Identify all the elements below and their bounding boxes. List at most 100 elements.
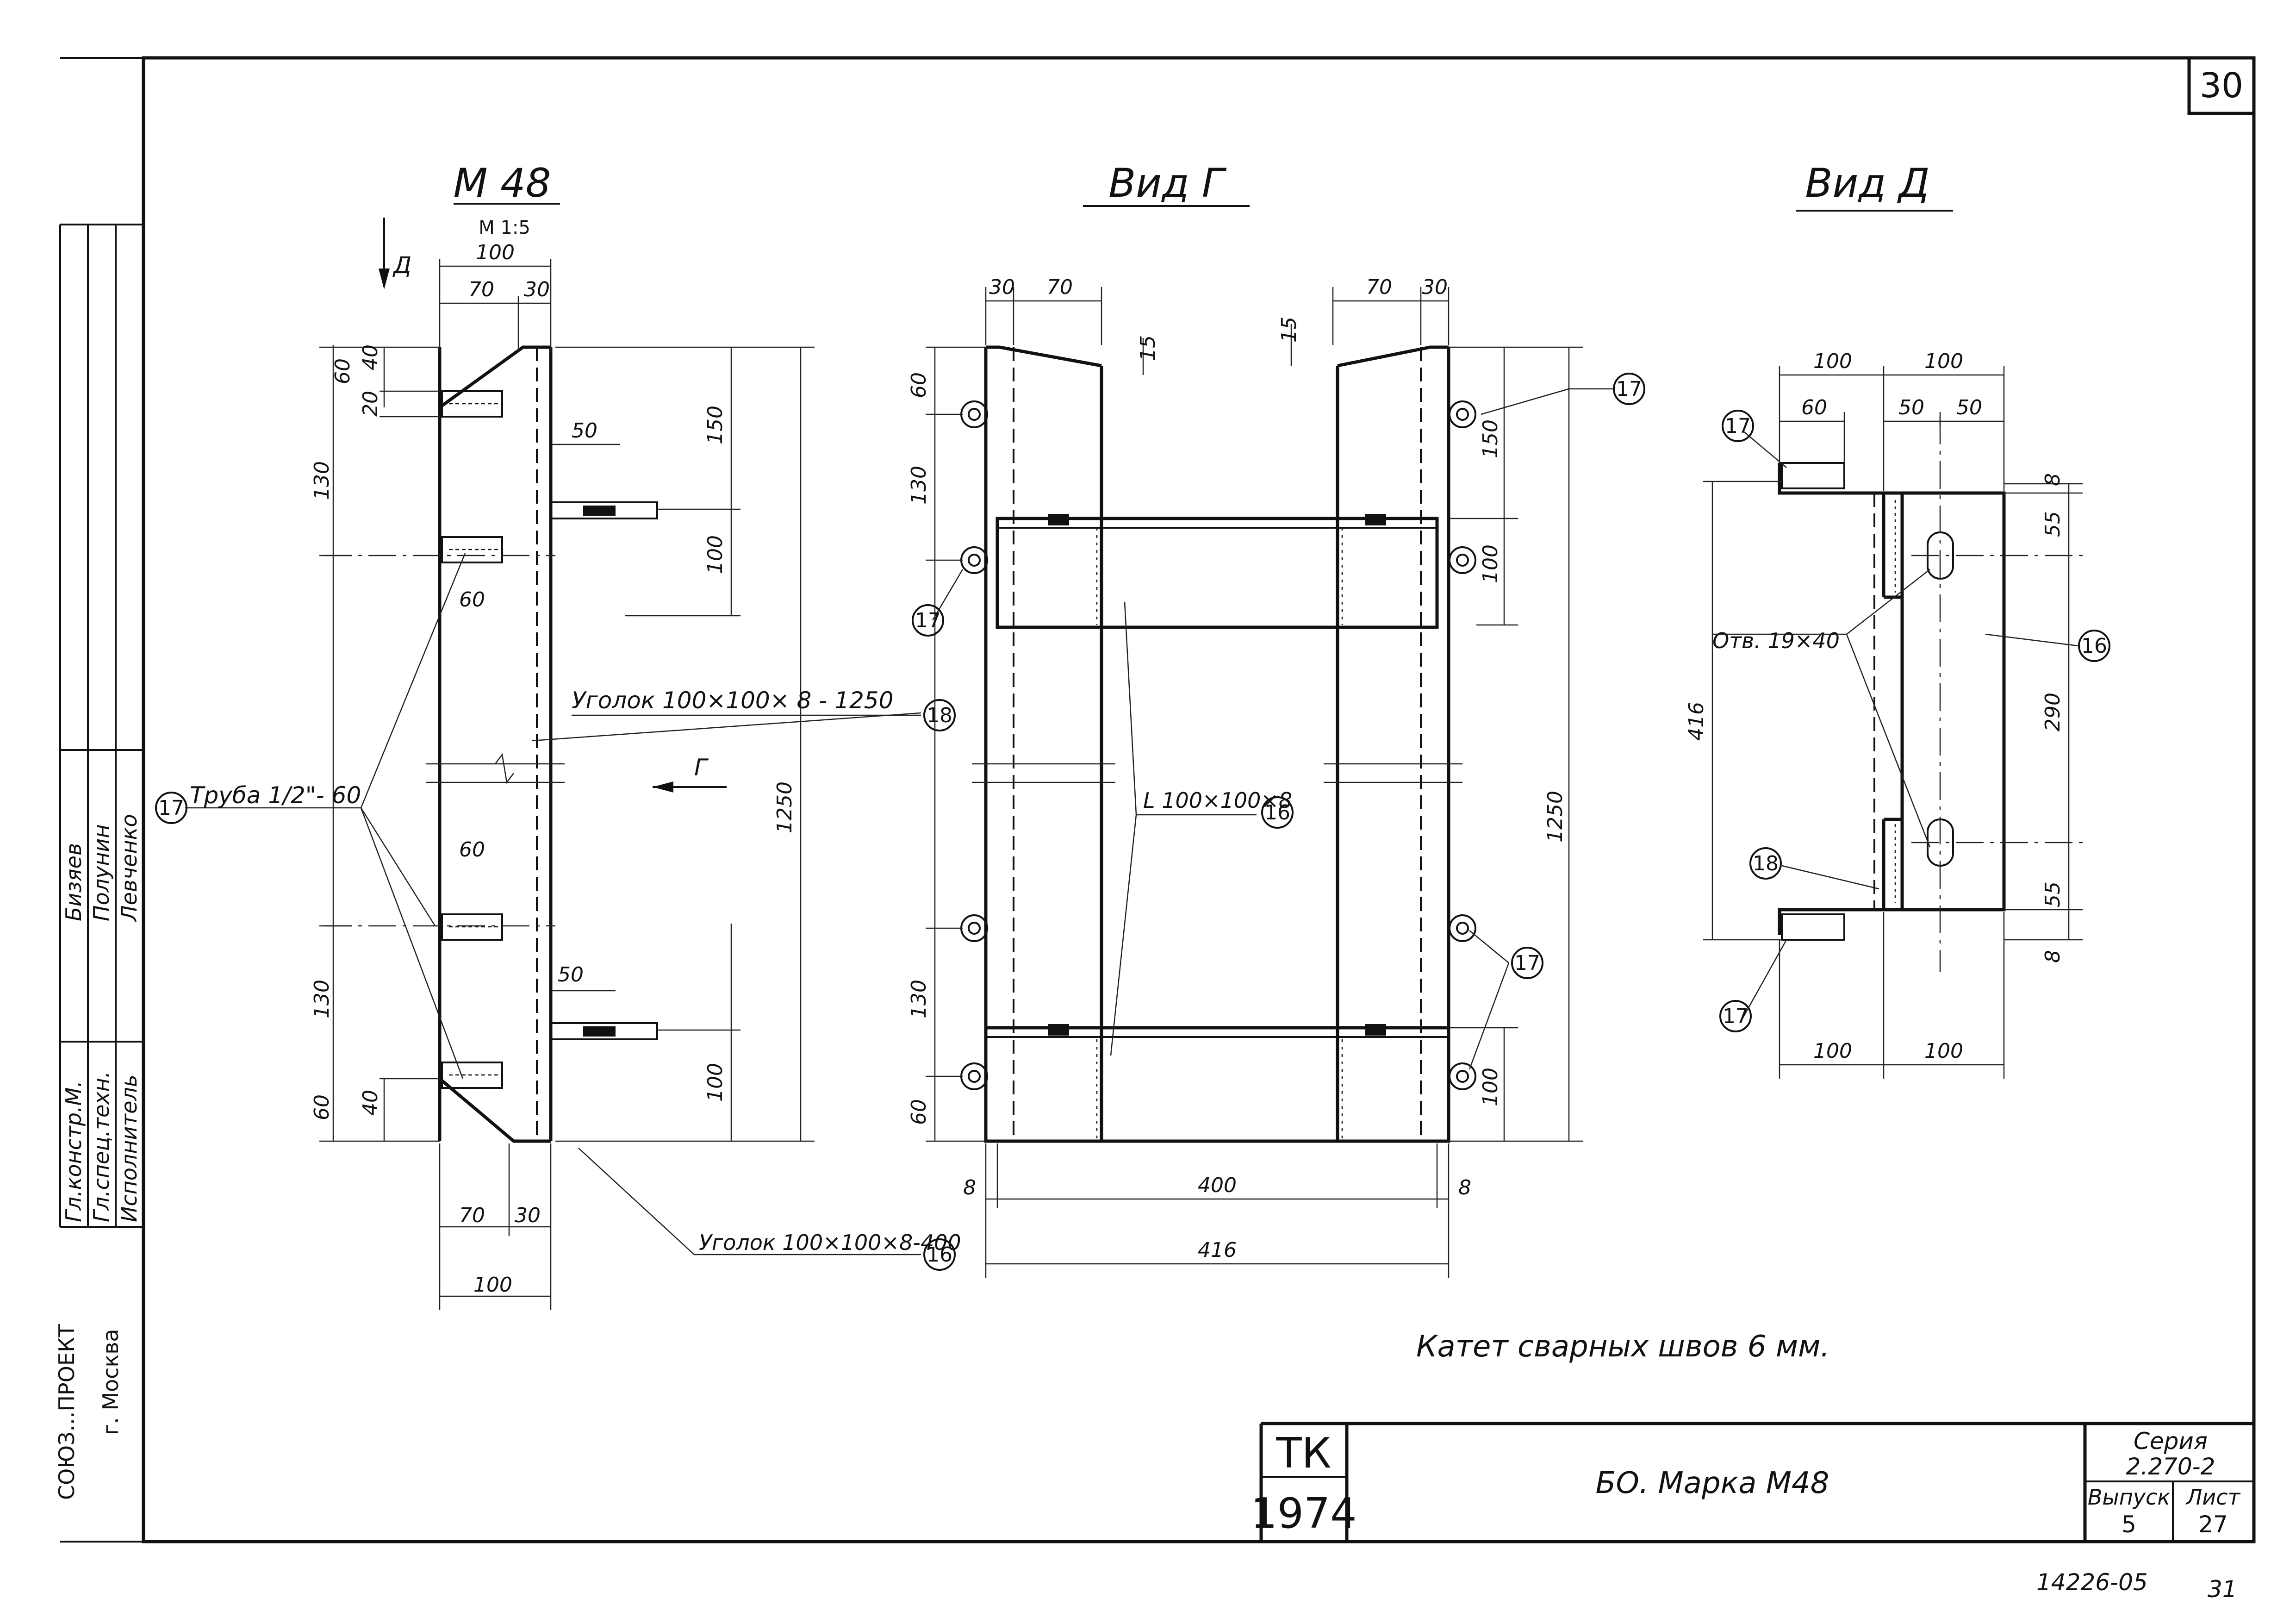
vid-g-title: Вид Г (1108, 160, 1227, 206)
view-d (1703, 366, 2083, 1079)
callout-18-num: 18 (927, 704, 952, 727)
bottom-page: 31 (2208, 1576, 2237, 1603)
m48-dim-60-pipe-b: 60 (459, 838, 485, 862)
vd-dim-55-top: 55 (2041, 511, 2065, 537)
callout-17-vg-bottom-circle (1511, 947, 1543, 979)
stamp-issue-label: Выпуск (2088, 1485, 2170, 1510)
vd-dim-50-b: 50 (1956, 396, 1982, 419)
vg-dim-400: 400 (1198, 1174, 1237, 1197)
vd-dim-50-a: 50 (1898, 396, 1924, 419)
callout-17-pipe-num: 17 (158, 796, 184, 820)
side-signature-block (59, 224, 143, 1228)
vg-dim-15-l: 15 (1136, 335, 1160, 361)
vg-dim-150: 150 (1479, 419, 1502, 458)
m48-dim-30-bottom: 30 (515, 1204, 541, 1227)
callout-angle-long-label: Уголок 100×100× 8 - 1250 (572, 687, 893, 714)
vd-dim-100-tr: 100 (1924, 350, 1963, 373)
callout-16-vd-circle (2078, 630, 2110, 662)
vg-dim-1250: 1250 (1543, 791, 1567, 843)
m48-dim-70-top: 70 (468, 278, 494, 301)
vd-dim-8-top: 8 (2041, 473, 2065, 486)
vg-dim-130-bl: 130 (907, 980, 931, 1018)
m48-dim-100-r-b: 100 (703, 1063, 727, 1102)
callout-17-vd-bottom-circle (1719, 1000, 1752, 1032)
stamp-issue-value: 5 (2122, 1511, 2136, 1538)
m48-dim-70-bottom: 70 (459, 1204, 485, 1227)
m48-arrow-label: Д (392, 252, 411, 279)
vg-dim-100-tr: 100 (1479, 544, 1502, 583)
side-role-3: Исполнитель (117, 1074, 142, 1222)
vid-d-title: Вид Д (1805, 160, 1930, 206)
side-name-2: Полунин (89, 824, 114, 921)
stamp-sheet-label: Лист (2185, 1485, 2241, 1510)
m48-dim-130-a: 130 (310, 461, 334, 500)
vd-dim-8-bottom: 8 (2041, 950, 2065, 963)
vd-dim-100-tl: 100 (1813, 350, 1852, 373)
m48-dim-40-b: 40 (359, 1090, 382, 1116)
vg-dim-30-r: 30 (1422, 275, 1448, 299)
weld-note: Катет сварных швов 6 мм. (1416, 1330, 1830, 1364)
vd-dim-100-bl: 100 (1813, 1039, 1852, 1063)
m48-dim-60-b: 60 (310, 1094, 334, 1120)
m48-dim-1250: 1250 (773, 781, 796, 833)
callout-angle-short-label: Уголок 100×100×8-400 (699, 1230, 961, 1255)
callout-17-vd-bottom-num: 17 (1723, 1005, 1748, 1028)
m48-dim-100-bottom: 100 (473, 1273, 512, 1297)
vd-hole-label: Отв. 19×40 (1712, 628, 1840, 653)
vg-dim-60-bl: 60 (907, 1099, 931, 1125)
vg-dim-70-l: 70 (1047, 275, 1073, 299)
vg-dim-8-l: 8 (963, 1176, 976, 1199)
callout-17-vg-left-num: 17 (915, 609, 941, 632)
callout-pipe-label: Труба 1/2"- 60 (190, 782, 361, 809)
title-block (1259, 1422, 2254, 1542)
stamp-org-year: 1974 (1251, 1489, 1356, 1538)
vg-dim-100-br: 100 (1479, 1068, 1502, 1106)
stamp-series-value: 2.270-2 (2126, 1453, 2215, 1480)
m48-dim-100-top: 100 (476, 241, 515, 264)
m48-dim-150: 150 (703, 406, 727, 444)
callout-16-short-circle (923, 1238, 956, 1271)
m48-dim-60-pipe-a: 60 (459, 588, 485, 612)
page-number: 30 (2200, 66, 2243, 106)
callout-17-pipe-circle (155, 792, 187, 824)
callout-18-vd-num: 18 (1753, 852, 1779, 875)
vd-dim-60: 60 (1801, 396, 1827, 419)
m48-dim-50-a: 50 (572, 419, 597, 443)
vg-dim-60-tl: 60 (907, 372, 931, 398)
m48-dim-50-b: 50 (558, 963, 584, 987)
vg-dim-30-l: 30 (989, 275, 1015, 299)
stamp-title: БО. Марка М48 (1596, 1466, 1829, 1500)
vg-dim-8-r: 8 (1458, 1176, 1471, 1199)
stamp-series-label: Серия (2134, 1428, 2208, 1455)
side-role-1: Гл.констр.М. (61, 1081, 86, 1222)
callout-17-vg-bottom-num: 17 (1514, 951, 1540, 975)
callout-16-mid-circle (1261, 796, 1294, 829)
vg-dim-70-r: 70 (1366, 275, 1392, 299)
vg-dim-416: 416 (1198, 1238, 1237, 1262)
callout-17-vd-top-num: 17 (1725, 414, 1751, 438)
m48-section-label: Г (694, 754, 709, 781)
m48-dim-60-a: 60 (331, 358, 355, 384)
m48-dim-40-a: 40 (359, 344, 382, 370)
vg-dim-130-tl: 130 (907, 466, 931, 505)
vd-dim-100-br: 100 (1924, 1039, 1963, 1063)
view-m48 (185, 218, 921, 1310)
m48-dim-20: 20 (359, 391, 382, 417)
m48-dim-30-top: 30 (524, 278, 550, 301)
callout-16-vd-num: 16 (2081, 634, 2107, 658)
side-name-3: Левченко (117, 814, 142, 922)
view-g (926, 287, 1583, 1278)
callout-17-vg-top-num: 17 (1616, 377, 1642, 401)
callout-18-circle (923, 699, 956, 731)
vg-dim-15-r: 15 (1277, 317, 1301, 343)
vd-dim-290: 290 (2041, 693, 2065, 731)
drawing-frame (60, 56, 2256, 1543)
side-city: г. Москва (98, 1329, 123, 1435)
vd-dim-416: 416 (1685, 702, 1708, 741)
callout-18-vd-circle (1749, 847, 1782, 880)
m48-scale: М 1:5 (479, 217, 530, 238)
side-org: СОЮЗ...ПРОЕКТ (54, 1324, 79, 1500)
m48-title: М 48 (454, 160, 551, 206)
callout-16-mid-num: 16 (1264, 801, 1290, 824)
